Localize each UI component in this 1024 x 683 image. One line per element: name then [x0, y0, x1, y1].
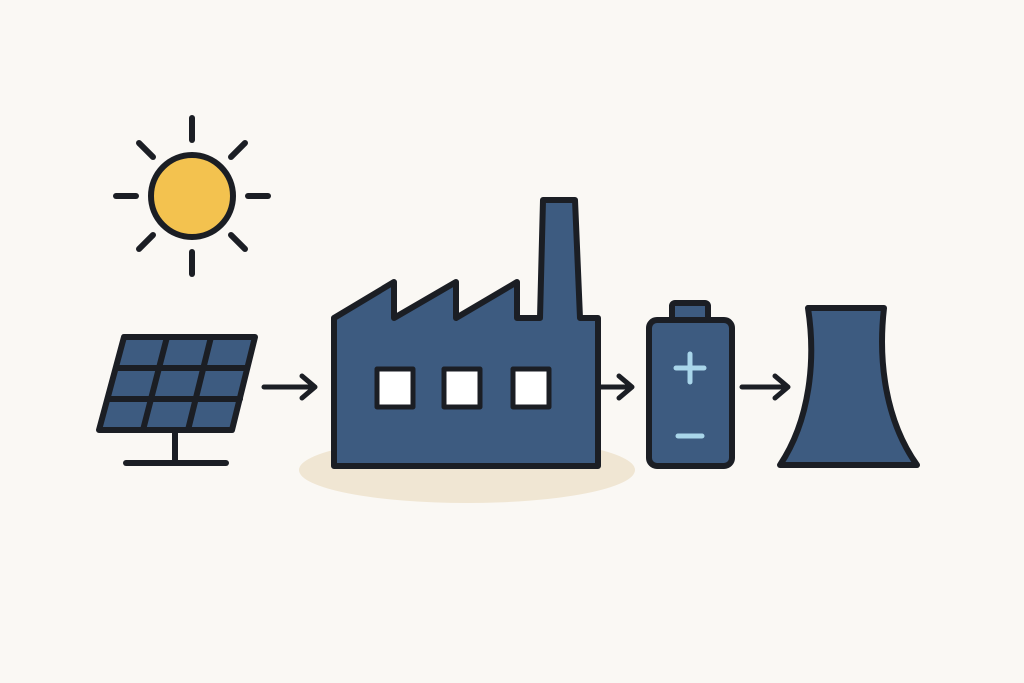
arrow-right-icon — [739, 373, 791, 401]
factory-window — [374, 366, 416, 410]
arrow-right-icon — [597, 373, 635, 401]
factory-icon — [331, 197, 601, 469]
plus-icon — [673, 351, 707, 385]
solar-panel-icon — [96, 334, 258, 466]
cooling-tower-icon — [777, 305, 920, 468]
factory-window — [510, 366, 552, 410]
battery-icon — [646, 300, 735, 469]
arrow-right-icon — [261, 373, 318, 401]
factory-window — [441, 366, 483, 410]
sun-icon — [113, 115, 271, 277]
